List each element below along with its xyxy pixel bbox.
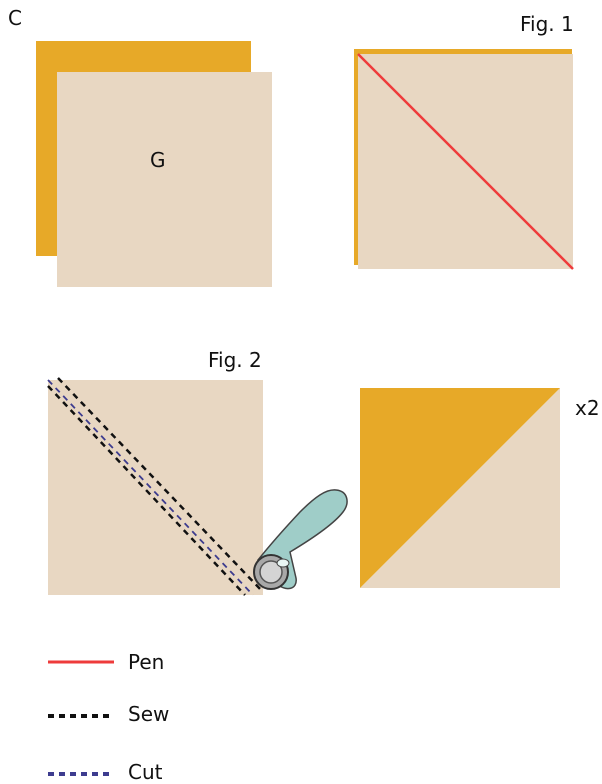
- rotary-cutter-icon: [253, 489, 348, 590]
- sew-line-swatch: [48, 714, 114, 718]
- label-g: G: [150, 148, 166, 172]
- fabric-square-g: [57, 72, 272, 287]
- legend-label-sew: Sew: [128, 702, 170, 726]
- label-fig1: Fig. 1: [520, 12, 574, 36]
- legend-label-cut: Cut: [128, 760, 163, 784]
- fig2-sew-line-2: [57, 377, 264, 593]
- cut-line-swatch: [48, 772, 114, 776]
- fig2-beige-square: [48, 380, 263, 595]
- label-fig2: Fig. 2: [208, 348, 262, 372]
- legend-item-cut: Cut: [48, 760, 248, 784]
- legend-label-pen: Pen: [128, 650, 165, 674]
- label-x2: x2: [575, 396, 600, 420]
- fig2-cut-line: [47, 379, 254, 596]
- fig1-pen-diagonal: [357, 53, 574, 270]
- legend-item-pen: Pen: [48, 650, 248, 674]
- hst-gold-triangle: [360, 388, 560, 588]
- pen-line-swatch: [48, 660, 114, 664]
- fig2-sew-line-1: [47, 385, 246, 596]
- legend-item-sew: Sew: [48, 702, 248, 726]
- label-c: C: [8, 6, 22, 30]
